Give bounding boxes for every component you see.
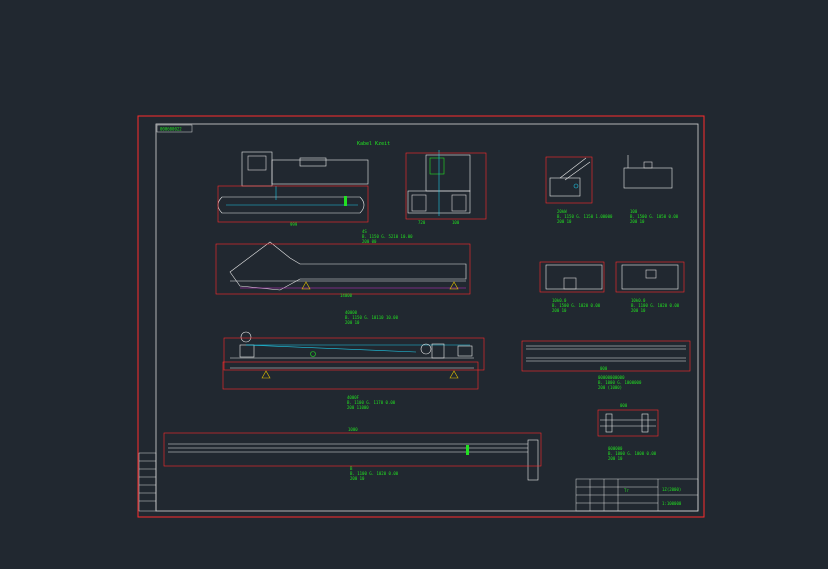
title-block <box>575 478 699 512</box>
top-left-tag: 000600022 <box>160 127 182 132</box>
boom-mid-note-1: 4000F <box>347 395 360 400</box>
small-crane-note-3: 200 10 <box>557 219 572 224</box>
rods-note-3: 200 (1000) <box>598 385 622 390</box>
counterweight-view[interactable] <box>623 155 673 189</box>
crane-front-dim-1: 720 <box>418 220 426 225</box>
boom-base-note-1: 40000 <box>345 310 358 315</box>
frame-note-1: 000000 <box>608 446 623 451</box>
crane-front-dim-2: 100 <box>452 220 460 225</box>
frame-note-2: B. 1000 G. 1000 0.00 <box>608 451 657 456</box>
block-right-note-2: B. 1100 G. 1020 0.00 <box>631 303 680 308</box>
block-right-note-1: 10k0.0 <box>631 298 646 303</box>
rods-note-1: 00000000000 <box>598 375 625 380</box>
boom-base-note-2: B. 1150 G. 10110 10.00 <box>345 315 399 320</box>
frame-note-3: 200 10 <box>608 456 623 461</box>
main-title: Kabel Kzeit <box>357 141 390 147</box>
small-crane-note-1: 20kW <box>557 209 567 214</box>
boom-mid-view[interactable] <box>222 331 485 390</box>
inner-border <box>155 123 699 512</box>
block-left-note-3: 200 10 <box>552 308 567 313</box>
title-block-sub: 1:100000 <box>662 501 682 506</box>
title-block-stamp: Tr <box>624 488 629 493</box>
frame-dim: 000 <box>620 403 628 408</box>
revision-strip <box>138 452 157 512</box>
rods-view[interactable] <box>521 340 691 372</box>
block-left-note-2: B. 1500 G. 1020 0.00 <box>552 303 601 308</box>
counterweight-note-1: 100 <box>630 209 638 214</box>
crane-side-dim: 999 <box>290 222 298 227</box>
counterweight-note-2: B. 1500 G. 1050 0.00 <box>630 214 679 219</box>
block-left-note-1: 10k0.0 <box>552 298 567 303</box>
boom-base-dim: 14000 <box>340 293 353 298</box>
block-right-view[interactable] <box>615 261 685 293</box>
rods-note-2: B. 1000 G. 1000000 <box>598 380 642 385</box>
title-block-text: 1Z(2000) <box>662 487 681 492</box>
crane-side-note-3: 200 00 <box>362 239 377 244</box>
crane-side-view[interactable] <box>217 151 369 223</box>
crane-side-note-2: B. 1150 G. 5210 10.00 <box>362 234 413 239</box>
counterweight-note-3: 200 10 <box>630 219 645 224</box>
boom-mid-note-3: 200 11000 <box>347 405 369 410</box>
boom-top-dim: 1000 <box>348 427 358 432</box>
small-crane-note-2: B. 1150 G. 1150 1.00000 <box>557 214 613 219</box>
boom-top-note-2: B. 1100 G. 1020 0.00 <box>350 471 399 476</box>
boom-mid-note-2: B. 1100 G. 1170 0.00 <box>347 400 396 405</box>
boom-top-view[interactable] <box>163 432 542 481</box>
rods-dim: 000 <box>600 366 608 371</box>
boom-top-note-3: 200 10 <box>350 476 365 481</box>
outer-frame <box>137 115 705 518</box>
block-right-note-3: 200 10 <box>631 308 646 313</box>
top-left-tag-box <box>156 124 193 133</box>
boom-top-note-1: B <box>350 466 353 471</box>
small-crane-view[interactable] <box>545 156 593 204</box>
frame-view[interactable] <box>597 409 659 437</box>
crane-side-note-1: 4S <box>362 229 367 234</box>
block-left-view[interactable] <box>539 261 605 293</box>
boom-base-view[interactable] <box>215 241 471 295</box>
boom-base-note-3: 200 10 <box>345 320 360 325</box>
crane-front-view[interactable] <box>405 150 487 220</box>
